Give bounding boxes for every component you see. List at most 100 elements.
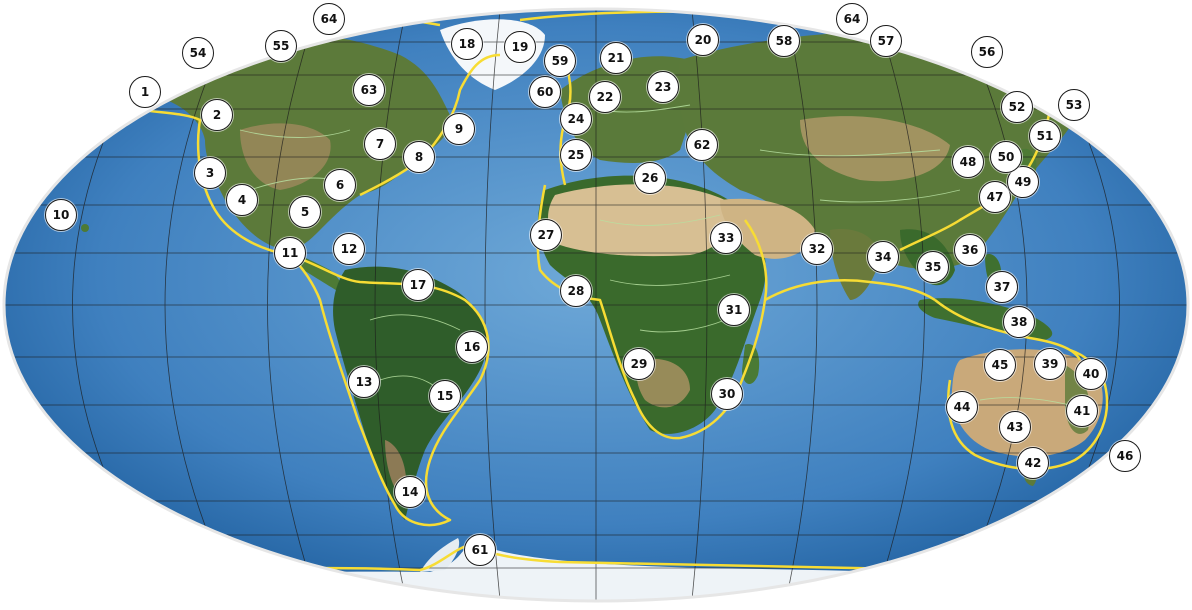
marker-label: 23: [654, 80, 672, 94]
south-america-landmass: [333, 266, 487, 520]
central-asia-dry: [800, 116, 950, 182]
marker-circle: 47: [979, 181, 1011, 213]
map-marker[interactable]: 44: [946, 391, 980, 425]
map-marker[interactable]: 37: [986, 271, 1020, 305]
marker-label: 50: [997, 150, 1015, 164]
map-marker[interactable]: 50: [990, 141, 1024, 175]
map-marker[interactable]: 55: [265, 30, 299, 64]
map-marker[interactable]: 23: [647, 71, 681, 105]
marker-circle: 46: [1109, 440, 1141, 472]
map-marker[interactable]: 6: [324, 169, 358, 203]
marker-label: 57: [877, 34, 895, 48]
map-marker[interactable]: 42: [1017, 447, 1051, 481]
map-marker[interactable]: 35: [917, 251, 951, 285]
map-marker[interactable]: 51: [1029, 120, 1063, 154]
map-marker[interactable]: 62: [686, 129, 720, 163]
marker-circle: 15: [429, 380, 461, 412]
map-marker[interactable]: 45: [984, 349, 1018, 383]
map-marker[interactable]: 8: [403, 141, 437, 175]
marker-label: 5: [300, 205, 310, 219]
map-marker[interactable]: 1: [129, 76, 163, 110]
map-marker[interactable]: 32: [801, 233, 835, 267]
map-marker[interactable]: 5: [289, 196, 323, 230]
marker-label: 11: [281, 246, 299, 260]
map-marker[interactable]: 26: [634, 162, 668, 196]
marker-circle: 56: [971, 36, 1003, 68]
map-marker[interactable]: 2: [201, 99, 235, 133]
marker-label: 27: [537, 228, 555, 242]
map-marker[interactable]: 11: [274, 237, 308, 271]
marker-circle: 1: [129, 76, 161, 108]
map-marker[interactable]: 15: [429, 380, 463, 414]
map-marker[interactable]: 41: [1066, 395, 1100, 429]
marker-circle: 23: [647, 71, 679, 103]
marker-label: 9: [454, 122, 464, 136]
marker-label: 63: [360, 83, 378, 97]
map-marker[interactable]: 10: [45, 199, 79, 233]
marker-circle: 28: [560, 275, 592, 307]
marker-circle: 60: [529, 76, 561, 108]
map-marker[interactable]: 24: [560, 103, 594, 137]
marker-circle: 24: [560, 103, 592, 135]
map-marker[interactable]: 20: [687, 24, 721, 58]
map-marker[interactable]: 48: [952, 146, 986, 180]
marker-label: 53: [1065, 98, 1083, 112]
marker-label: 1: [140, 85, 150, 99]
map-marker[interactable]: 54: [182, 37, 216, 71]
map-marker[interactable]: 56: [971, 36, 1005, 70]
marker-circle: 39: [1034, 348, 1066, 380]
map-marker[interactable]: 61: [464, 534, 498, 568]
map-marker[interactable]: 64: [313, 3, 347, 37]
map-marker[interactable]: 40: [1075, 358, 1109, 392]
map-marker[interactable]: 25: [560, 139, 594, 173]
marker-circle: 53: [1058, 89, 1090, 121]
marker-circle: 32: [801, 233, 833, 265]
map-marker[interactable]: 46: [1109, 440, 1143, 474]
map-marker[interactable]: 43: [999, 411, 1033, 445]
marker-label: 46: [1116, 449, 1134, 463]
map-marker[interactable]: 30: [711, 378, 745, 412]
map-marker[interactable]: 59: [544, 45, 578, 79]
map-marker[interactable]: 39: [1034, 348, 1068, 382]
map-marker[interactable]: 47: [979, 181, 1013, 215]
map-marker[interactable]: 57: [870, 25, 904, 59]
marker-label: 2: [212, 108, 222, 122]
map-marker[interactable]: 14: [394, 476, 428, 510]
map-marker[interactable]: 31: [718, 294, 752, 328]
map-marker[interactable]: 60: [529, 76, 563, 110]
map-marker[interactable]: 27: [530, 219, 564, 253]
map-marker[interactable]: 38: [1003, 306, 1037, 340]
map-marker[interactable]: 7: [364, 128, 398, 162]
map-marker[interactable]: 29: [623, 348, 657, 382]
marker-label: 14: [401, 485, 419, 499]
marker-label: 47: [986, 190, 1004, 204]
map-marker[interactable]: 64: [836, 3, 870, 37]
map-marker[interactable]: 58: [768, 25, 802, 59]
marker-circle: 63: [353, 74, 385, 106]
map-marker[interactable]: 22: [589, 81, 623, 115]
marker-circle: 45: [984, 349, 1016, 381]
map-marker[interactable]: 53: [1058, 89, 1092, 123]
map-marker[interactable]: 13: [348, 366, 382, 400]
map-marker[interactable]: 3: [194, 157, 228, 191]
map-marker[interactable]: 21: [600, 42, 634, 76]
map-marker[interactable]: 33: [710, 222, 744, 256]
marker-label: 60: [536, 85, 554, 99]
map-marker[interactable]: 63: [353, 74, 387, 108]
map-marker[interactable]: 18: [451, 28, 485, 62]
map-marker[interactable]: 9: [443, 113, 477, 147]
marker-circle: 64: [313, 3, 345, 35]
marker-circle: 18: [451, 28, 483, 60]
map-marker[interactable]: 12: [333, 233, 367, 267]
map-marker[interactable]: 52: [1001, 91, 1035, 125]
marker-circle: 6: [324, 169, 356, 201]
map-marker[interactable]: 17: [402, 269, 436, 303]
map-marker[interactable]: 28: [560, 275, 594, 309]
map-marker[interactable]: 36: [954, 234, 988, 268]
map-marker[interactable]: 16: [456, 331, 490, 365]
map-marker[interactable]: 4: [226, 184, 260, 218]
marker-label: 8: [414, 150, 424, 164]
marker-circle: 34: [867, 241, 899, 273]
map-marker[interactable]: 19: [504, 31, 538, 65]
map-marker[interactable]: 34: [867, 241, 901, 275]
